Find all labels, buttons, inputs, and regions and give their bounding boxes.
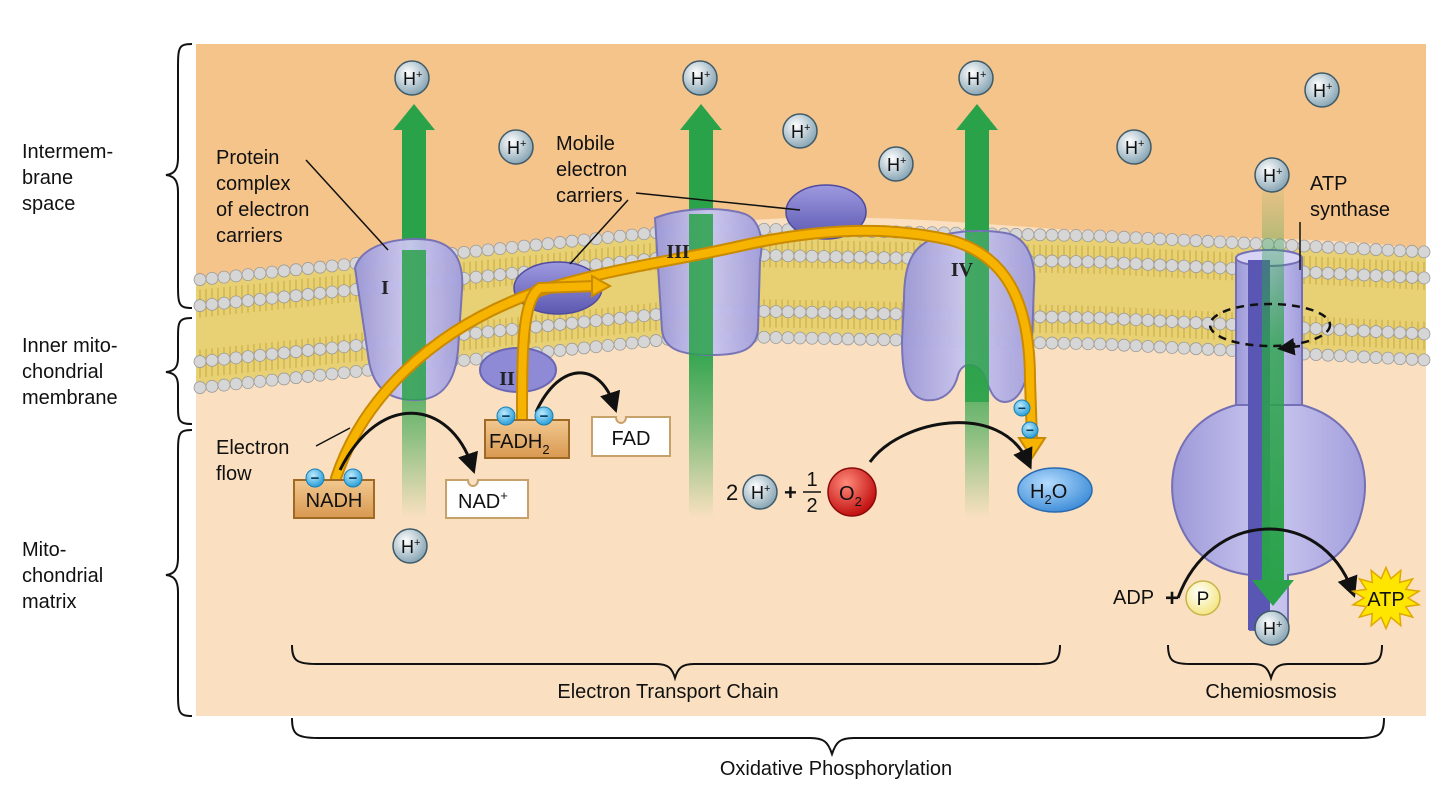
nadh-molecule: NADH − − [293, 468, 375, 519]
water-label: H2O [1030, 481, 1067, 507]
rotation-arrowhead [1277, 338, 1301, 356]
electron-sign: − [502, 408, 511, 425]
oxygen-reduction-arrow [868, 421, 1033, 470]
nad-plus-molecule: NAD+ [445, 479, 529, 519]
adp-label: ADP [1113, 587, 1154, 609]
complex-iii-label: III [666, 241, 690, 263]
h-ion: H+ [394, 60, 430, 96]
h-ion-label: H+ [401, 537, 420, 557]
label-protein-complex: Protein complex of electron carriers [216, 147, 315, 247]
h-ion: H+ [742, 474, 778, 510]
brace-oxphos [291, 717, 1385, 758]
h-ion: H+ [958, 60, 994, 96]
atp-label: ATP [1367, 589, 1404, 611]
label-atp-synthase: ATP synthase [1310, 173, 1390, 221]
complex-i-label: I [381, 277, 389, 299]
electron [496, 406, 516, 426]
region-label-inner-membrane: Inner mito- chondrial membrane [22, 335, 123, 409]
h-ion: H+ [498, 129, 534, 165]
leader-line [305, 159, 389, 251]
brace-chemiosmosis [1167, 644, 1383, 682]
brace-inner-membrane [165, 317, 193, 425]
electron [343, 468, 363, 488]
brace-intermembrane [165, 43, 193, 309]
atp-synthesis-arrow [1176, 527, 1358, 599]
electron-sign: − [540, 408, 549, 425]
water-molecule: H2O [1017, 467, 1093, 513]
label-oxidative-phosphorylation: Oxidative Phosphorylation [720, 758, 952, 780]
leader-line [635, 192, 801, 211]
h-ion: H+ [392, 528, 428, 564]
plus-sign: + [1165, 585, 1179, 612]
fadh2-molecule: FADH2 − − [484, 406, 570, 459]
region-label-intermembrane: Intermem- brane space [22, 141, 119, 215]
electron [1021, 421, 1039, 439]
nad-plus-label: NAD+ [458, 488, 508, 513]
oxygen-molecule: O2 [827, 467, 877, 517]
h-ion: H+ [1254, 610, 1290, 646]
electron [1013, 399, 1031, 417]
oxygen-label: O2 [839, 483, 862, 509]
brace-etc [291, 644, 1061, 682]
h-ion-label: H+ [1263, 619, 1282, 639]
h-ion-label: H+ [1313, 81, 1332, 101]
h-ion: H+ [682, 60, 718, 96]
h-ion: H+ [1254, 157, 1290, 193]
h-ion: H+ [782, 113, 818, 149]
proton-ions: H+ H+ H+ H+ H+ H+ H+ H+ H+ H+ H+ H+ [392, 60, 1340, 646]
h-ion-label: H+ [887, 155, 906, 175]
electron-sign: − [349, 470, 358, 487]
fraction-numerator: 1 [806, 469, 817, 491]
h-ion-label: H+ [967, 69, 986, 89]
h-ion: H+ [878, 146, 914, 182]
leader-line [569, 199, 629, 265]
h-ion-label: H+ [691, 69, 710, 89]
phosphate: P [1185, 580, 1221, 616]
h-ion-label: H+ [1125, 138, 1144, 158]
label-mobile-carriers: Mobile electron carriers [556, 133, 633, 207]
electron-sign: − [1026, 422, 1034, 438]
fraction-denominator: 2 [806, 495, 817, 517]
h-ion: H+ [1116, 129, 1152, 165]
h-ion: H+ [1304, 72, 1340, 108]
proton-channel [689, 214, 713, 355]
h-ion-label: H+ [751, 483, 770, 503]
fad-label: FAD [612, 428, 651, 450]
h-ion-label: H+ [507, 138, 526, 158]
electron-flow-path [330, 224, 1047, 484]
label-electron-flow: Electron flow [216, 437, 295, 485]
electron-sign: − [1018, 400, 1026, 416]
atp-synthase-proton-arrow [1252, 185, 1294, 606]
coefficient-two: 2 [726, 480, 738, 505]
region-label-matrix: Mito- chondrial matrix [22, 539, 109, 613]
nadh-label: NADH [306, 490, 363, 512]
phosphate-label: P [1197, 589, 1210, 610]
complex-iv-label: IV [951, 259, 974, 281]
leader-line [315, 427, 351, 447]
h-ion-label: H+ [1263, 166, 1282, 186]
fadh2-label: FADH2 [489, 431, 550, 457]
intermembrane-region [196, 44, 1426, 280]
electron-sign: − [311, 470, 320, 487]
fad-molecule: FAD [591, 416, 671, 457]
fadh2-oxidation-arrow [534, 371, 621, 413]
h-ion-label: H+ [791, 122, 810, 142]
h-ion-label: H+ [403, 69, 422, 89]
plus-sign: + [784, 480, 797, 505]
complex-ii-label: II [499, 368, 515, 390]
label-chemiosmosis: Chemiosmosis [1205, 681, 1336, 703]
electron [534, 406, 554, 426]
rotor-rotation-arrow [1208, 302, 1332, 348]
nadh-oxidation-arrow [338, 411, 478, 474]
electron [305, 468, 325, 488]
label-electron-transport-chain: Electron Transport Chain [557, 681, 778, 703]
brace-matrix [165, 429, 193, 717]
atp-molecule: ATP [1350, 565, 1422, 631]
